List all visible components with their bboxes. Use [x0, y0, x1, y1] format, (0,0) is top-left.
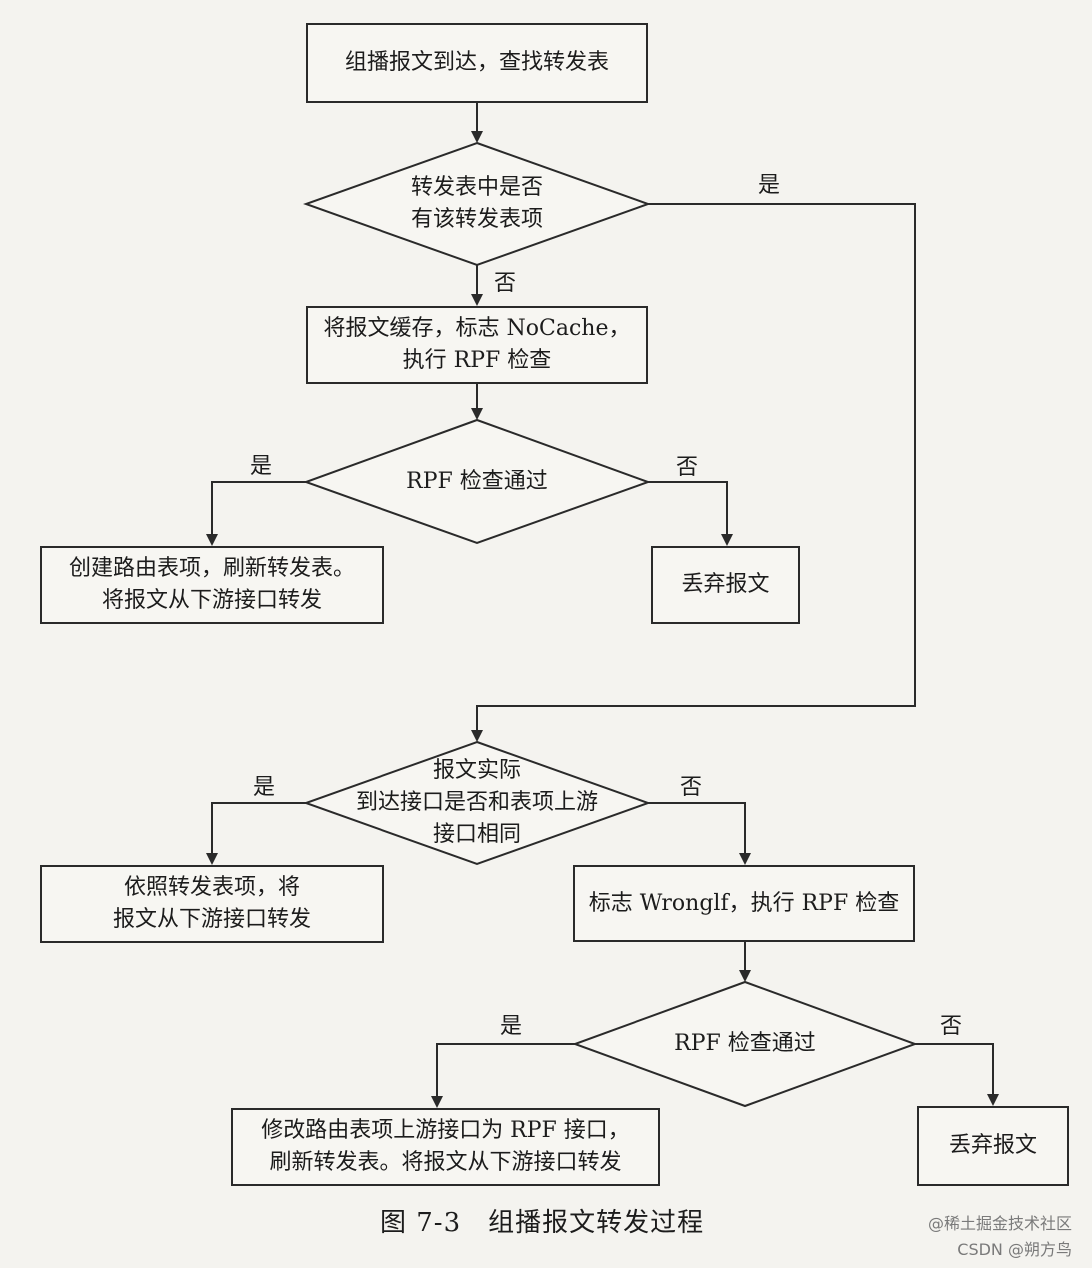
cache-box: 将报文缓存，标志 NoCache， 执行 RPF 检查 — [306, 306, 648, 384]
decision-rpf2-text: RPF 检查通过 — [674, 1031, 816, 1056]
arrow-entry-yes — [471, 203, 916, 742]
drop-text-1: 丢弃报文 — [681, 572, 770, 597]
decision-rpf2: RPF 检查通过 — [615, 1024, 875, 1064]
watermark-line-2: CSDN @朔方鸟 — [957, 1240, 1072, 1259]
forward-text: 依照转发表项，将 报文从下游接口转发 — [112, 875, 311, 932]
label-iface-yes: 是 — [253, 775, 276, 800]
create-entry-text: 创建路由表项，刷新转发表。 将报文从下游接口转发 — [68, 556, 355, 613]
arrow-iface-no — [648, 802, 751, 865]
arrow-rpf2-no — [915, 1043, 999, 1106]
forward-box: 依照转发表项，将 报文从下游接口转发 — [40, 865, 384, 943]
watermark-line-1: @稀土掘金技术社区 — [927, 1214, 1072, 1233]
watermark: @稀土掘金技术社区 CSDN @朔方鸟 — [820, 1214, 1072, 1260]
decision-iface: 报文实际 到达接口是否和表项上游 接口相同 — [316, 755, 638, 851]
cache-text: 将报文缓存，标志 NoCache， 执行 RPF 检查 — [323, 316, 631, 373]
drop-box-2: 丢弃报文 — [917, 1106, 1069, 1186]
decision-rpf1: RPF 检查通过 — [346, 462, 608, 502]
modify-entry-text: 修改路由表项上游接口为 RPF 接口， 刷新转发表。将报文从下游接口转发 — [261, 1118, 630, 1175]
drop-box-1: 丢弃报文 — [651, 546, 800, 624]
decision-rpf1-shape — [303, 418, 651, 545]
label-rpf1-yes: 是 — [250, 454, 273, 479]
wrongif-text: 标志 Wronglf，执行 RPF 检查 — [588, 890, 900, 916]
arrow-rpf1-yes — [206, 481, 306, 546]
decision-entry-text: 转发表中是否 有该转发表项 — [410, 175, 543, 232]
arrow-rpf2-yes — [431, 1043, 575, 1108]
label-rpf2-yes: 是 — [500, 1014, 523, 1039]
arrow-rpf1-no — [648, 481, 733, 546]
drop-text-2: 丢弃报文 — [948, 1133, 1037, 1158]
decision-rpf1-text: RPF 检查通过 — [406, 469, 548, 494]
start-box: 组播报文到达，查找转发表 — [306, 23, 648, 103]
label-rpf2-no: 否 — [940, 1014, 963, 1039]
decision-entry: 转发表中是否 有该转发表项 — [346, 172, 608, 236]
label-entry-no: 否 — [494, 271, 517, 296]
start-text: 组播报文到达，查找转发表 — [344, 50, 609, 75]
label-rpf1-no: 否 — [676, 455, 699, 480]
figure-caption: 图 7-3 组播报文转发过程 — [380, 1208, 705, 1238]
create-entry-box: 创建路由表项，刷新转发表。 将报文从下游接口转发 — [40, 546, 384, 624]
label-entry-yes: 是 — [758, 173, 781, 198]
wrongif-box: 标志 Wronglf，执行 RPF 检查 — [573, 865, 915, 942]
decision-iface-text: 报文实际 到达接口是否和表项上游 接口相同 — [355, 758, 598, 847]
decision-rpf2-shape — [572, 980, 918, 1108]
arrow-iface-yes — [206, 802, 306, 865]
modify-entry-box: 修改路由表项上游接口为 RPF 接口， 刷新转发表。将报文从下游接口转发 — [231, 1108, 660, 1186]
label-iface-no: 否 — [680, 775, 703, 800]
decision-iface-shape — [303, 740, 651, 866]
